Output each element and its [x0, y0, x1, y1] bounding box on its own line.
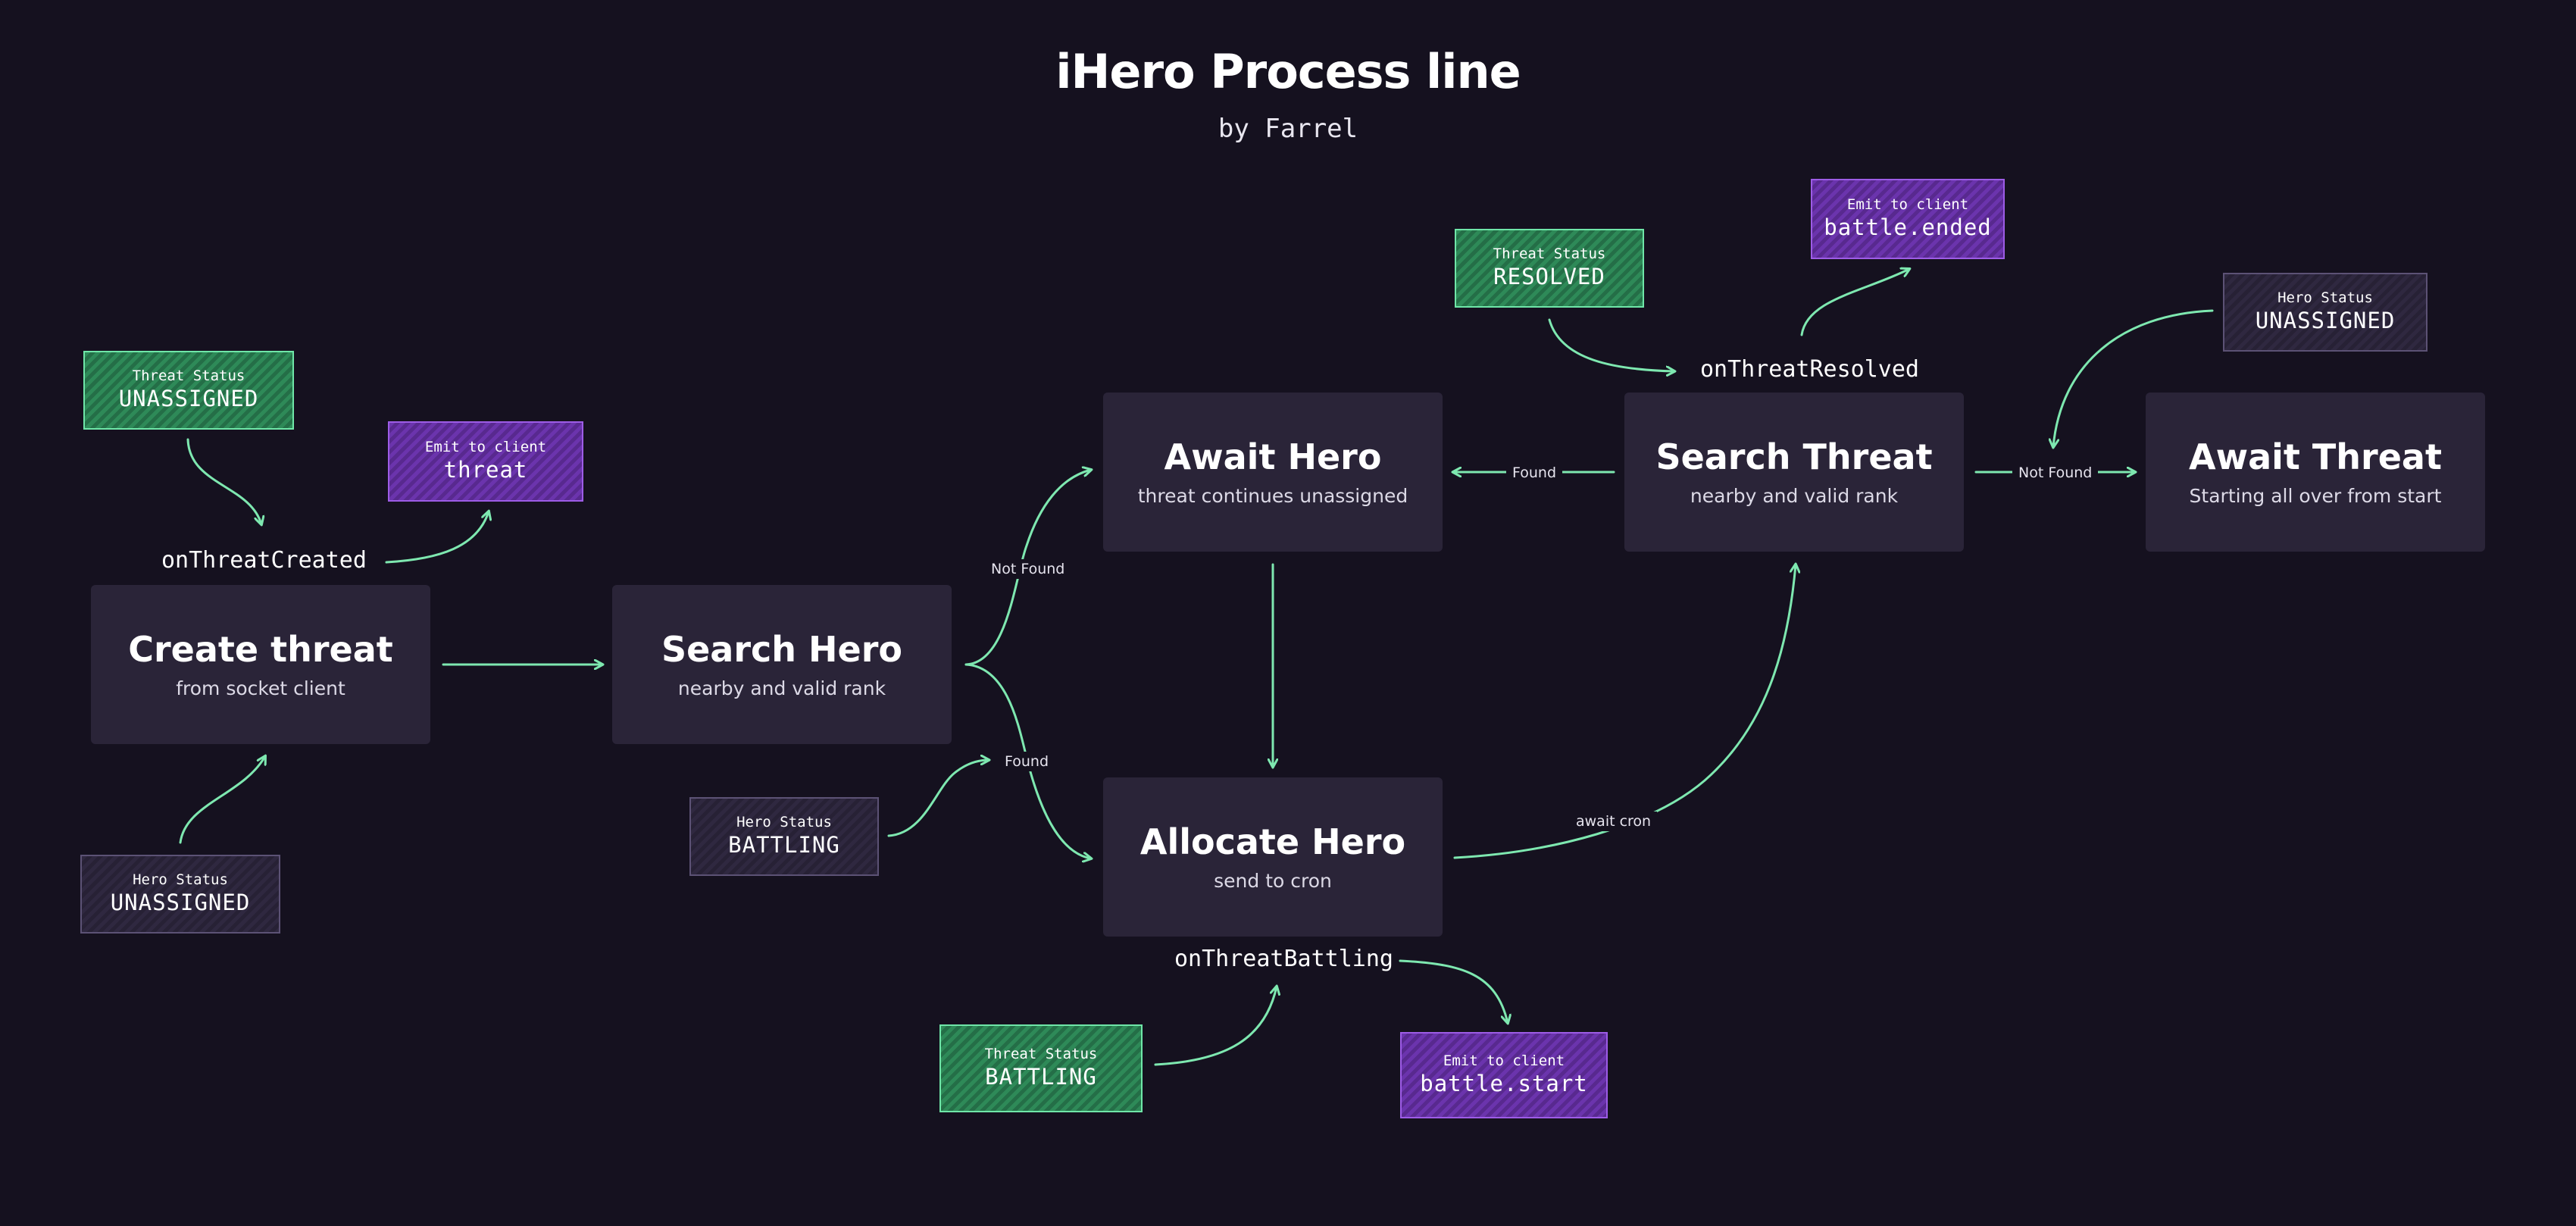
tag-label: Emit to client	[424, 438, 547, 455]
tag-hero-status-battling: Hero Status BATTLING	[689, 797, 879, 876]
tag-label: Threat Status	[1493, 245, 1606, 262]
arrow-threat-resolved-to-event	[1548, 318, 1674, 371]
node-title: Search Threat	[1655, 436, 1933, 478]
node-subtitle: nearby and valid rank	[1690, 484, 1899, 507]
tag-emit-threat: Emit to client threat	[388, 421, 583, 502]
node-create-threat: Create threat from socket client	[91, 585, 430, 744]
arrow-event-to-emit-battle-start	[1399, 959, 1508, 1023]
tag-label: Hero Status	[736, 813, 832, 830]
node-title: Create threat	[128, 629, 393, 671]
arrow-hero-battling-to-found	[887, 760, 989, 837]
arrow-event-to-emit-threat	[385, 511, 489, 564]
edge-label-not-found: Not Found	[985, 559, 1071, 579]
edge-label-found: Found	[999, 752, 1055, 771]
tag-hero-status-unassigned: Hero Status UNASSIGNED	[80, 855, 280, 934]
node-title: Search Hero	[661, 629, 903, 671]
node-subtitle: from socket client	[176, 677, 345, 699]
tag-threat-status-unassigned: Threat Status UNASSIGNED	[83, 351, 294, 430]
edge-label-found-2: Found	[1506, 463, 1563, 483]
tag-emit-battle-ended: Emit to client battle.ended	[1811, 179, 2005, 259]
arrow-event-to-emit-battle-ended	[1800, 269, 1909, 336]
edge-label-not-found-2: Not Found	[2012, 463, 2099, 483]
arrow-hero-unassigned-to-create	[179, 756, 265, 844]
node-allocate-hero: Allocate Hero send to cron	[1103, 777, 1443, 937]
page-title: iHero Process line	[1055, 44, 1521, 99]
edge-label-await-cron: await cron	[1570, 812, 1658, 831]
tag-label: Emit to client	[1846, 195, 1969, 213]
tag-threat-status-resolved: Threat Status RESOLVED	[1455, 229, 1644, 308]
tag-label: Threat Status	[984, 1045, 1098, 1062]
tag-value: BATTLING	[985, 1063, 1097, 1090]
event-on-threat-resolved: onThreatResolved	[1700, 356, 1919, 383]
tag-value: battle.ended	[1824, 214, 1992, 240]
event-on-threat-created: onThreatCreated	[161, 547, 367, 574]
node-subtitle: threat continues unassigned	[1137, 484, 1408, 507]
tag-value: battle.start	[1420, 1070, 1588, 1096]
arrow-allocate-to-search-threat	[1453, 565, 1796, 859]
node-title: Await Hero	[1164, 436, 1382, 478]
node-subtitle: nearby and valid rank	[677, 677, 886, 699]
node-subtitle: send to cron	[1214, 869, 1332, 892]
tag-value: UNASSIGNED	[2255, 307, 2396, 333]
node-search-hero: Search Hero nearby and valid rank	[612, 585, 952, 744]
page-subtitle: by Farrel	[1218, 114, 1358, 144]
arrow-hero-unassigned-to-await-threat	[2053, 309, 2214, 447]
tag-hero-status-unassigned-2: Hero Status UNASSIGNED	[2223, 273, 2428, 352]
tag-threat-status-battling: Threat Status BATTLING	[939, 1024, 1143, 1112]
node-title: Allocate Hero	[1140, 821, 1406, 863]
arrow-threat-battling-to-event	[1154, 987, 1277, 1066]
event-on-threat-battling: onThreatBattling	[1174, 946, 1393, 972]
tag-label: Threat Status	[132, 367, 245, 384]
node-await-threat: Await Threat Starting all over from star…	[2146, 393, 2485, 552]
node-title: Await Threat	[2189, 436, 2442, 478]
node-search-threat: Search Threat nearby and valid rank	[1624, 393, 1964, 552]
arrow-search-hero-to-await-hero	[964, 470, 1091, 666]
tag-label: Hero Status	[2277, 289, 2373, 306]
tag-label: Hero Status	[133, 871, 228, 888]
node-subtitle: Starting all over from start	[2189, 484, 2442, 507]
tag-emit-battle-start: Emit to client battle.start	[1400, 1032, 1608, 1118]
tag-value: threat	[443, 456, 528, 483]
node-await-hero: Await Hero threat continues unassigned	[1103, 393, 1443, 552]
arrow-threat-unassigned-to-event	[186, 438, 261, 524]
tag-value: RESOLVED	[1493, 263, 1605, 289]
tag-label: Emit to client	[1443, 1052, 1565, 1069]
tag-value: BATTLING	[728, 831, 840, 858]
tag-value: UNASSIGNED	[118, 385, 259, 411]
tag-value: UNASSIGNED	[110, 889, 251, 915]
